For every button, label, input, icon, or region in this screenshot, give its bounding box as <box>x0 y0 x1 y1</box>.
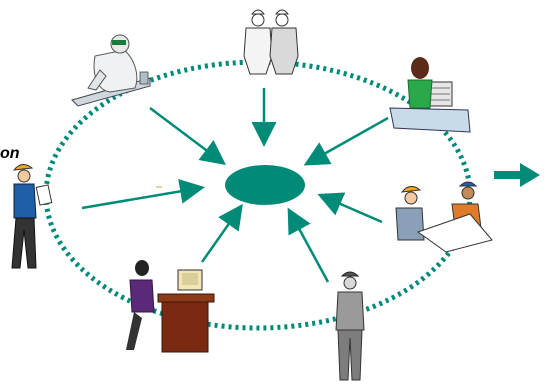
arrow-from-surveyor <box>81 179 205 210</box>
right-arrow-icon <box>494 163 540 187</box>
lab-worker-at-bench-icon <box>71 34 151 107</box>
central-hub <box>225 165 305 205</box>
arrow-from-lab-worker <box>149 107 226 165</box>
office-worker-at-desk-icon <box>389 57 471 133</box>
arrow-from-computer-user <box>200 203 243 263</box>
engineers-reviewing-blueprint-icon <box>395 181 493 253</box>
surveyor-with-clipboard-icon <box>11 164 53 269</box>
construction-workers-pair-icon <box>243 9 299 75</box>
arrow-from-mechanic <box>287 207 330 283</box>
arrow-from-office-worker <box>303 116 389 166</box>
partial-caption-text: on <box>0 145 20 162</box>
computer-user-at-desk-icon <box>126 260 215 353</box>
arrow-from-engineers <box>317 192 383 224</box>
standing-mechanic-icon <box>335 271 365 381</box>
